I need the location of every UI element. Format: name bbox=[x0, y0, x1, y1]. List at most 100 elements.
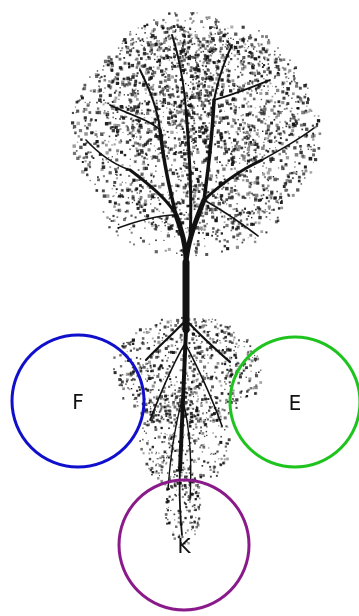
speckle bbox=[293, 123, 297, 128]
speckle bbox=[188, 497, 190, 500]
speckle bbox=[137, 61, 141, 65]
speckle bbox=[94, 119, 97, 122]
speckle bbox=[151, 420, 153, 422]
speckle bbox=[130, 109, 133, 113]
speckle bbox=[113, 126, 117, 129]
speckle bbox=[269, 157, 273, 161]
speckle bbox=[263, 211, 266, 214]
speckle bbox=[183, 102, 186, 105]
speckle bbox=[174, 12, 177, 15]
speckle bbox=[150, 222, 154, 225]
speckle bbox=[113, 91, 116, 94]
speckle bbox=[192, 370, 195, 373]
speckle bbox=[235, 209, 239, 212]
speckle bbox=[212, 74, 215, 76]
speckle bbox=[221, 53, 225, 57]
speckle bbox=[207, 398, 210, 400]
speckle bbox=[283, 132, 286, 135]
speckle bbox=[199, 352, 202, 355]
speckle bbox=[206, 129, 209, 131]
speckle bbox=[251, 63, 254, 66]
speckle bbox=[149, 32, 152, 35]
speckle bbox=[164, 399, 167, 402]
speckle bbox=[175, 85, 179, 89]
speckle bbox=[154, 133, 158, 136]
speckle bbox=[177, 231, 180, 235]
speckle bbox=[147, 71, 150, 74]
speckle bbox=[289, 132, 293, 136]
speckle bbox=[144, 87, 148, 91]
speckle bbox=[179, 79, 182, 81]
speckle bbox=[168, 351, 170, 354]
speckle bbox=[256, 181, 260, 185]
speckle bbox=[206, 418, 209, 421]
speckle bbox=[131, 196, 135, 200]
speckle bbox=[169, 93, 173, 97]
speckle bbox=[261, 110, 264, 112]
speckle bbox=[236, 176, 239, 179]
speckle bbox=[196, 92, 199, 96]
speckle bbox=[260, 51, 264, 55]
speckle bbox=[148, 243, 151, 245]
speckle bbox=[179, 202, 182, 205]
speckle bbox=[158, 464, 162, 467]
speckle bbox=[181, 403, 184, 407]
speckle bbox=[175, 421, 177, 423]
speckle bbox=[144, 204, 147, 206]
speckle bbox=[123, 77, 126, 81]
speckle bbox=[199, 214, 202, 217]
speckle bbox=[248, 380, 251, 383]
speckle bbox=[135, 33, 137, 35]
speckle bbox=[225, 43, 227, 45]
speckle bbox=[241, 209, 244, 212]
speckle bbox=[195, 58, 197, 60]
speckle bbox=[284, 120, 287, 123]
speckle bbox=[183, 158, 187, 161]
speckle bbox=[231, 146, 234, 148]
speckle bbox=[202, 379, 205, 382]
speckle bbox=[158, 217, 161, 219]
speckle bbox=[139, 392, 142, 395]
speckle bbox=[189, 501, 191, 503]
speckle bbox=[191, 66, 194, 69]
speckle bbox=[174, 80, 177, 83]
speckle bbox=[187, 42, 190, 45]
speckle bbox=[183, 395, 187, 399]
speckle bbox=[242, 126, 245, 129]
speckle bbox=[187, 386, 191, 389]
speckle bbox=[214, 452, 217, 455]
speckle bbox=[141, 367, 143, 369]
speckle bbox=[109, 85, 113, 89]
speckle bbox=[188, 422, 191, 425]
speckle bbox=[226, 326, 230, 330]
speckle bbox=[171, 119, 175, 123]
speckle bbox=[195, 189, 197, 192]
speckle bbox=[170, 103, 173, 106]
speckle bbox=[226, 117, 229, 119]
speckle bbox=[202, 107, 204, 109]
speckle bbox=[131, 191, 133, 193]
speckle bbox=[216, 323, 218, 325]
speckle bbox=[283, 87, 284, 88]
speckle bbox=[177, 95, 180, 98]
speckle bbox=[170, 93, 172, 95]
speckle bbox=[119, 105, 123, 109]
speckle bbox=[253, 156, 256, 160]
speckle bbox=[201, 401, 203, 403]
speckle bbox=[233, 189, 237, 192]
speckle bbox=[247, 40, 249, 42]
speckle bbox=[169, 455, 172, 457]
speckle bbox=[167, 487, 170, 490]
speckle bbox=[234, 208, 236, 210]
speckle bbox=[144, 402, 148, 406]
speckle bbox=[200, 114, 203, 117]
speckle bbox=[277, 47, 279, 49]
speckle bbox=[228, 369, 231, 373]
speckle bbox=[175, 29, 177, 31]
speckle bbox=[209, 406, 212, 409]
speckle bbox=[143, 64, 147, 68]
speckle bbox=[165, 54, 168, 57]
speckle bbox=[146, 342, 149, 344]
speckle bbox=[145, 424, 148, 426]
speckle bbox=[195, 418, 198, 420]
